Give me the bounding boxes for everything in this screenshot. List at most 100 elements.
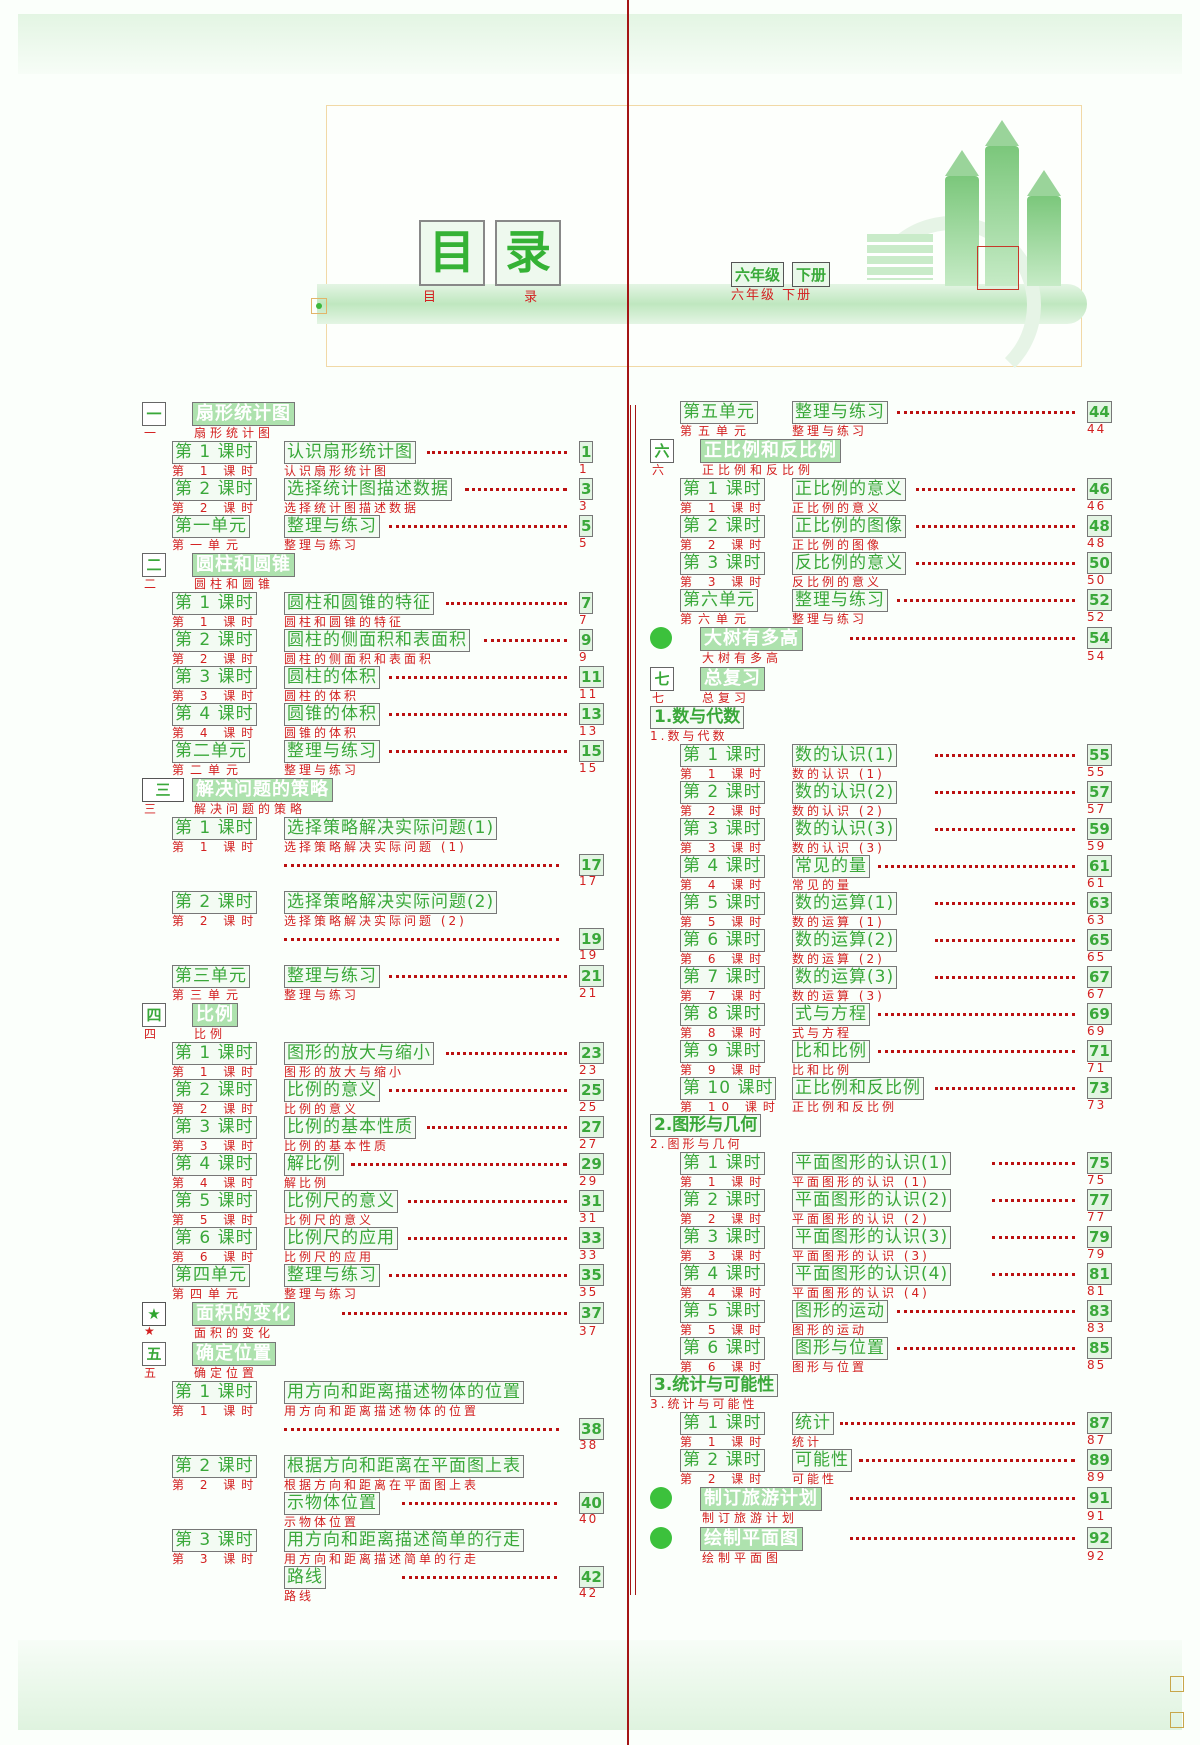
entry-title[interactable]: 整理与练习 <box>792 589 888 612</box>
page-number[interactable]: 42 <box>579 1566 604 1588</box>
unit-title[interactable]: 解决问题的策略 <box>192 778 333 802</box>
page-number[interactable]: 91 <box>1087 1487 1112 1509</box>
page-number[interactable]: 7 <box>579 592 594 614</box>
entry-title-line2[interactable]: 示物体位置 <box>284 1492 380 1515</box>
unit-title[interactable]: 圆柱和圆锥 <box>192 553 295 577</box>
unit-title[interactable]: 制订旅游计划 <box>700 1487 822 1511</box>
page-number[interactable]: 15 <box>579 740 604 762</box>
entry-title[interactable]: 圆柱的体积 <box>284 666 380 689</box>
section-title[interactable]: 3.统计与可能性 <box>650 1374 779 1397</box>
entry-title[interactable]: 圆柱的侧面积和表面积 <box>284 629 470 652</box>
page-number[interactable]: 44 <box>1087 401 1112 423</box>
page-number[interactable]: 63 <box>1087 892 1112 914</box>
entry-title[interactable]: 整理与练习 <box>284 740 380 763</box>
page-number[interactable]: 54 <box>1087 627 1112 649</box>
entry-title[interactable]: 数的运算(1) <box>792 892 898 915</box>
page-number[interactable]: 71 <box>1087 1040 1112 1062</box>
page-number[interactable]: 40 <box>579 1492 604 1514</box>
section-title[interactable]: 2.图形与几何 <box>650 1114 762 1137</box>
entry-title[interactable]: 选择策略解决实际问题(2) <box>284 891 498 914</box>
page-number[interactable]: 35 <box>579 1264 604 1286</box>
page-number[interactable]: 1 <box>579 441 594 463</box>
entry-title[interactable]: 比例尺的意义 <box>284 1190 398 1213</box>
unit-heading[interactable]: 五五确定位置确定位置 <box>142 1340 617 1380</box>
entry-title[interactable]: 数的认识(1) <box>792 744 898 767</box>
entry-title[interactable]: 整理与练习 <box>792 401 888 424</box>
entry-title[interactable]: 数的运算(3) <box>792 966 898 989</box>
entry-title[interactable]: 选择策略解决实际问题(1) <box>284 817 498 840</box>
entry-title[interactable]: 反比例的意义 <box>792 552 906 575</box>
page-number[interactable]: 13 <box>579 703 604 725</box>
unit-title[interactable]: 正比例和反比例 <box>700 439 841 463</box>
unit-heading[interactable]: 二二圆柱和圆锥圆柱和圆锥 <box>142 551 617 591</box>
page-number[interactable]: 5 <box>579 515 594 537</box>
page-number[interactable]: 19 <box>579 928 604 950</box>
toc-entry[interactable]: 第 2 课时第 2 课时选择策略解决实际问题(2)选择策略解决实际问题 (2)1… <box>172 890 617 964</box>
page-number[interactable]: 57 <box>1087 781 1112 803</box>
page-number[interactable]: 29 <box>579 1153 604 1175</box>
unit-title[interactable]: 扇形统计图 <box>192 402 295 426</box>
entry-title[interactable]: 平面图形的认识(2) <box>792 1189 952 1212</box>
entry-title[interactable]: 正比例的意义 <box>792 478 906 501</box>
unit-title[interactable]: 比例 <box>192 1003 238 1027</box>
unit-title[interactable]: 大树有多高 <box>700 627 803 651</box>
unit-title[interactable]: 绘制平面图 <box>700 1527 803 1551</box>
entry-title[interactable]: 数的认识(3) <box>792 818 898 841</box>
page-number[interactable]: 61 <box>1087 855 1112 877</box>
page-number[interactable]: 3 <box>579 478 594 500</box>
entry-title[interactable]: 认识扇形统计图 <box>284 441 416 464</box>
page-number[interactable]: 77 <box>1087 1189 1112 1211</box>
page-number[interactable]: 37 <box>579 1302 604 1324</box>
entry-title[interactable]: 数的认识(2) <box>792 781 898 804</box>
entry-title[interactable]: 图形的运动 <box>792 1300 888 1323</box>
page-number[interactable]: 17 <box>579 854 604 876</box>
unit-heading[interactable]: 六六正比例和反比例正比例和反比例 <box>650 437 1125 477</box>
page-number[interactable]: 69 <box>1087 1003 1112 1025</box>
unit-heading[interactable]: 三三解决问题的策略解决问题的策略 <box>142 776 617 816</box>
page-number[interactable]: 79 <box>1087 1226 1112 1248</box>
entry-title[interactable]: 平面图形的认识(1) <box>792 1152 952 1175</box>
entry-title[interactable]: 可能性 <box>792 1449 852 1472</box>
entry-title[interactable]: 式与方程 <box>792 1003 870 1026</box>
unit-heading[interactable]: 一一扇形统计图扇形统计图 <box>142 400 617 440</box>
page-number[interactable]: 75 <box>1087 1152 1112 1174</box>
entry-title[interactable]: 根据方向和距离在平面图上表 <box>284 1455 524 1478</box>
entry-title[interactable]: 整理与练习 <box>284 965 380 988</box>
page-number[interactable]: 59 <box>1087 818 1112 840</box>
entry-title[interactable]: 整理与练习 <box>284 1264 380 1287</box>
entry-title[interactable]: 用方向和距离描述物体的位置 <box>284 1381 524 1404</box>
entry-title[interactable]: 统计 <box>792 1412 834 1435</box>
entry-title[interactable]: 比例尺的应用 <box>284 1227 398 1250</box>
page-number[interactable]: 85 <box>1087 1337 1112 1359</box>
page-number[interactable]: 46 <box>1087 478 1112 500</box>
entry-title[interactable]: 选择统计图描述数据 <box>284 478 452 501</box>
page-number[interactable]: 50 <box>1087 552 1112 574</box>
page-number[interactable]: 81 <box>1087 1263 1112 1285</box>
page-number[interactable]: 38 <box>579 1418 604 1440</box>
